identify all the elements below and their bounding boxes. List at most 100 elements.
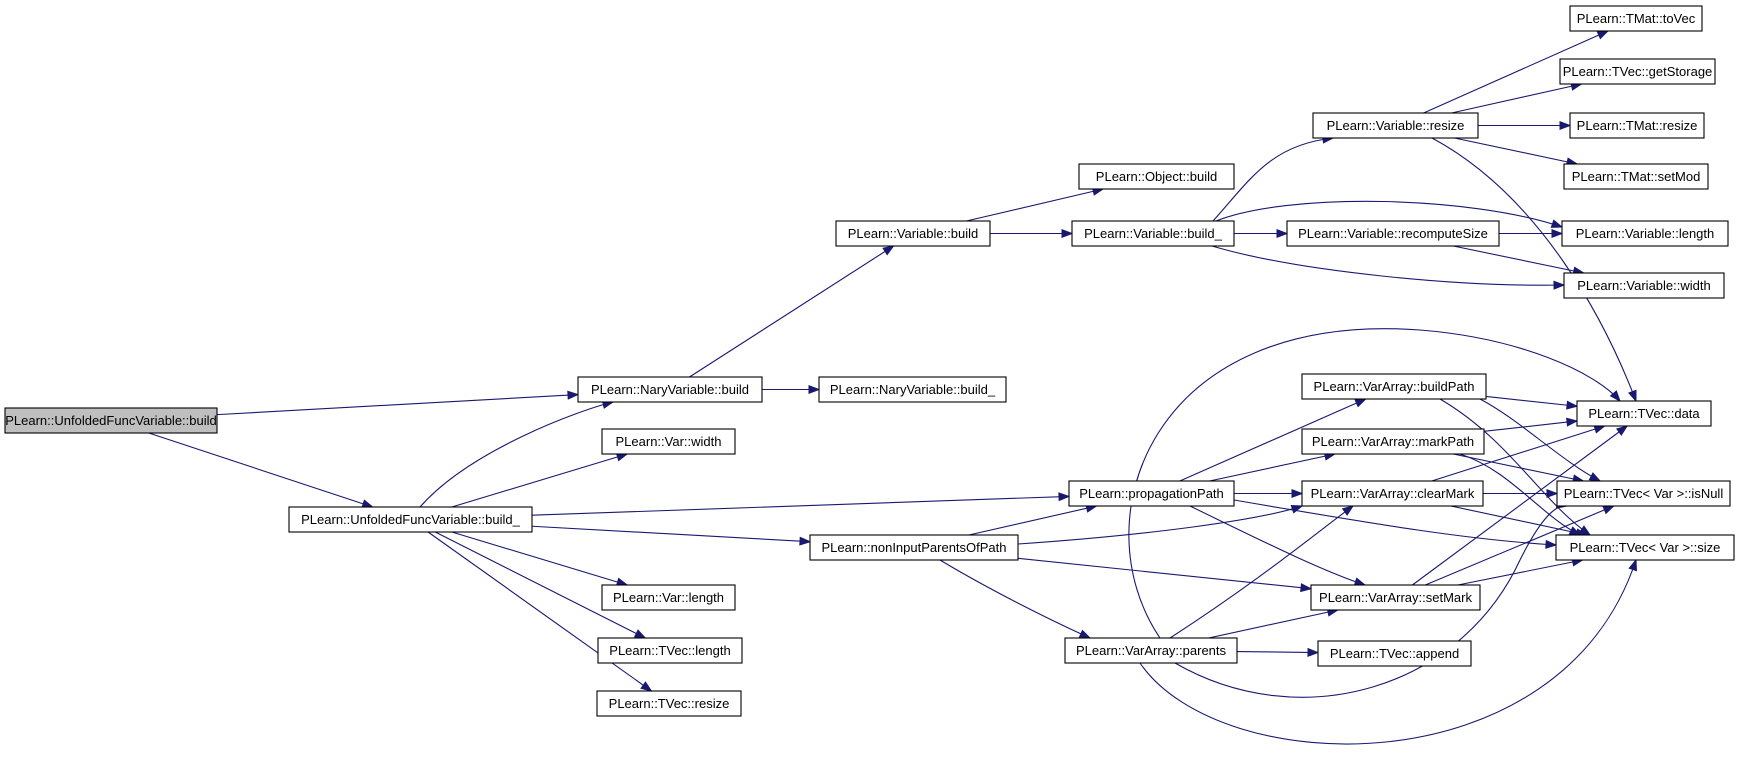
node-va-buildpath[interactable]: PLearn::VarArray::buildPath (1301, 373, 1487, 400)
edge-root-to-ufv_build_ (148, 432, 375, 509)
node-va-markpath[interactable]: PLearn::VarArray::markPath (1301, 428, 1485, 455)
edge-ufv_build_-to-prop_path (531, 492, 1071, 516)
arrowhead (1628, 558, 1638, 572)
edge-va_setmark-to-tvec_data (1412, 425, 1629, 586)
arrowhead (1290, 505, 1304, 514)
edge-variable_build_-to-variable_length (1215, 200, 1564, 228)
node-box (596, 690, 742, 717)
node-box (1071, 220, 1235, 247)
node-label: PLearn::VarArray::markPath (1312, 434, 1474, 449)
arrowhead (1546, 488, 1559, 499)
arrowhead (567, 390, 580, 400)
node-label: PLearn::Variable::resize (1327, 118, 1465, 133)
node-tvec-isnull[interactable]: PLearn::TVec< Var >::isNull (1556, 480, 1731, 507)
node-label: PLearn::TVec::getStorage (1563, 64, 1713, 79)
node-nary-build-[interactable]: PLearn::NaryVariable::build_ (818, 376, 1007, 403)
node-var-length[interactable]: PLearn::Var::length (601, 584, 736, 611)
node-tvec-append[interactable]: PLearn::TVec::append (1317, 640, 1472, 667)
node-box (1068, 480, 1235, 507)
arrowhead (1354, 398, 1367, 408)
node-tvec-resize[interactable]: PLearn::TVec::resize (596, 690, 742, 717)
node-label: PLearn::TVec::data (1588, 406, 1700, 421)
edge-va_clearmark-to-tvec_isnull (1483, 488, 1559, 499)
node-var-width[interactable]: PLearn::Var::width (601, 428, 736, 455)
node-label: PLearn::VarArray::setMark (1319, 590, 1472, 605)
node-label: PLearn::VarArray::clearMark (1311, 486, 1475, 501)
node-root[interactable]: PLearn::UnfoldedFuncVariable::build (4, 407, 218, 434)
edge-ufv_build_-to-tvec_length (435, 531, 647, 639)
node-layer: PLearn::UnfoldedFuncVariable::buildPLear… (4, 5, 1735, 717)
edge-ufv_build_-to-non_input (531, 525, 812, 546)
edge-ufv_build_-to-var_length (451, 531, 629, 587)
arrowhead (361, 499, 375, 509)
node-box (818, 376, 1007, 403)
node-recompute-size[interactable]: PLearn::Variable::recomputeSize (1286, 220, 1500, 247)
edge-va_parents-to-tvec_size (1139, 558, 1638, 745)
node-tvec-getstorage[interactable]: PLearn::TVec::getStorage (1559, 58, 1716, 85)
node-label: PLearn::Variable::recomputeSize (1298, 226, 1488, 241)
node-box (1555, 534, 1735, 561)
node-box (288, 506, 533, 533)
node-tmat-tovec[interactable]: PLearn::TMat::toVec (1569, 5, 1703, 32)
edge-va_buildpath-to-tvec_data (1485, 395, 1579, 410)
edge-va_parents-to-va_clearmark (1169, 505, 1355, 639)
arrowhead (1307, 647, 1320, 657)
node-label: PLearn::Variable::width (1577, 278, 1710, 293)
node-va-clearmark[interactable]: PLearn::VarArray::clearMark (1301, 480, 1484, 507)
node-va-setmark[interactable]: PLearn::VarArray::setMark (1310, 584, 1481, 611)
node-variable-width[interactable]: PLearn::Variable::width (1563, 272, 1725, 299)
arrowhead (1609, 390, 1621, 403)
edge-variable_resize-to-tvec_data (1431, 137, 1637, 403)
edge-va_parents-to-tvec_append (1236, 647, 1320, 657)
node-label: PLearn::VarArray::buildPath (1314, 379, 1475, 394)
arrowhead (1058, 492, 1071, 502)
node-box (4, 407, 218, 434)
arrowhead (799, 536, 812, 546)
node-tmat-resize[interactable]: PLearn::TMat::resize (1569, 112, 1705, 139)
node-tmat-setmod[interactable]: PLearn::TMat::setMod (1563, 163, 1709, 190)
node-label: PLearn::Variable::length (1576, 226, 1715, 241)
node-box (1561, 220, 1729, 247)
node-box (597, 637, 743, 664)
arrowhead (1559, 120, 1572, 131)
node-box (1301, 428, 1485, 455)
arrowhead (808, 384, 821, 395)
arrowhead (1300, 583, 1313, 593)
node-label: PLearn::Object::build (1096, 169, 1217, 184)
node-variable-resize[interactable]: PLearn::Variable::resize (1312, 112, 1479, 139)
node-box (1569, 5, 1703, 32)
node-label: PLearn::UnfoldedFuncVariable::build (5, 413, 217, 428)
node-box (577, 376, 763, 403)
arrowhead (1341, 505, 1355, 516)
edge-variable_build_-to-recompute_size (1234, 228, 1289, 239)
node-tvec-length[interactable]: PLearn::TVec::length (597, 637, 743, 664)
node-nary-build[interactable]: PLearn::NaryVariable::build (577, 376, 763, 403)
node-prop-path[interactable]: PLearn::propagationPath (1068, 480, 1235, 507)
edge-recompute_size-to-variable_width (1453, 245, 1586, 276)
node-label: PLearn::TVec< Var >::size (1570, 540, 1721, 555)
node-tvec-data[interactable]: PLearn::TVec::data (1576, 400, 1712, 427)
edge-variable_resize-to-tmat_tovec (1423, 30, 1610, 114)
edge-va_buildpath-to-tvec_isnull (1479, 398, 1602, 482)
node-label: PLearn::TMat::resize (1577, 118, 1698, 133)
node-tvec-size[interactable]: PLearn::TVec< Var >::size (1555, 534, 1735, 561)
node-non-input[interactable]: PLearn::nonInputParentsOfPath (809, 534, 1019, 561)
node-object-build[interactable]: PLearn::Object::build (1078, 163, 1235, 190)
node-var-build[interactable]: PLearn::Variable::build (835, 220, 991, 247)
node-variable-build-[interactable]: PLearn::Variable::build_ (1071, 220, 1235, 247)
node-box (1310, 584, 1481, 611)
node-box (1569, 112, 1705, 139)
node-box (1301, 480, 1484, 507)
edge-root-to-nary_build (216, 390, 580, 416)
edge-var_build-to-object_build (966, 186, 1105, 222)
edge-ufv_build_-to-var_width (451, 452, 629, 508)
edge-va_setmark-to-tvec_size (1457, 557, 1585, 586)
node-ufv-build-[interactable]: PLearn::UnfoldedFuncVariable::build_ (288, 506, 533, 533)
node-va-parents[interactable]: PLearn::VarArray::parents (1064, 637, 1238, 664)
arrowhead (1596, 30, 1610, 40)
edge-nary_build-to-var_build (689, 245, 895, 378)
node-variable-length[interactable]: PLearn::Variable::length (1561, 220, 1729, 247)
arrowhead (1276, 228, 1289, 239)
node-box (1286, 220, 1500, 247)
